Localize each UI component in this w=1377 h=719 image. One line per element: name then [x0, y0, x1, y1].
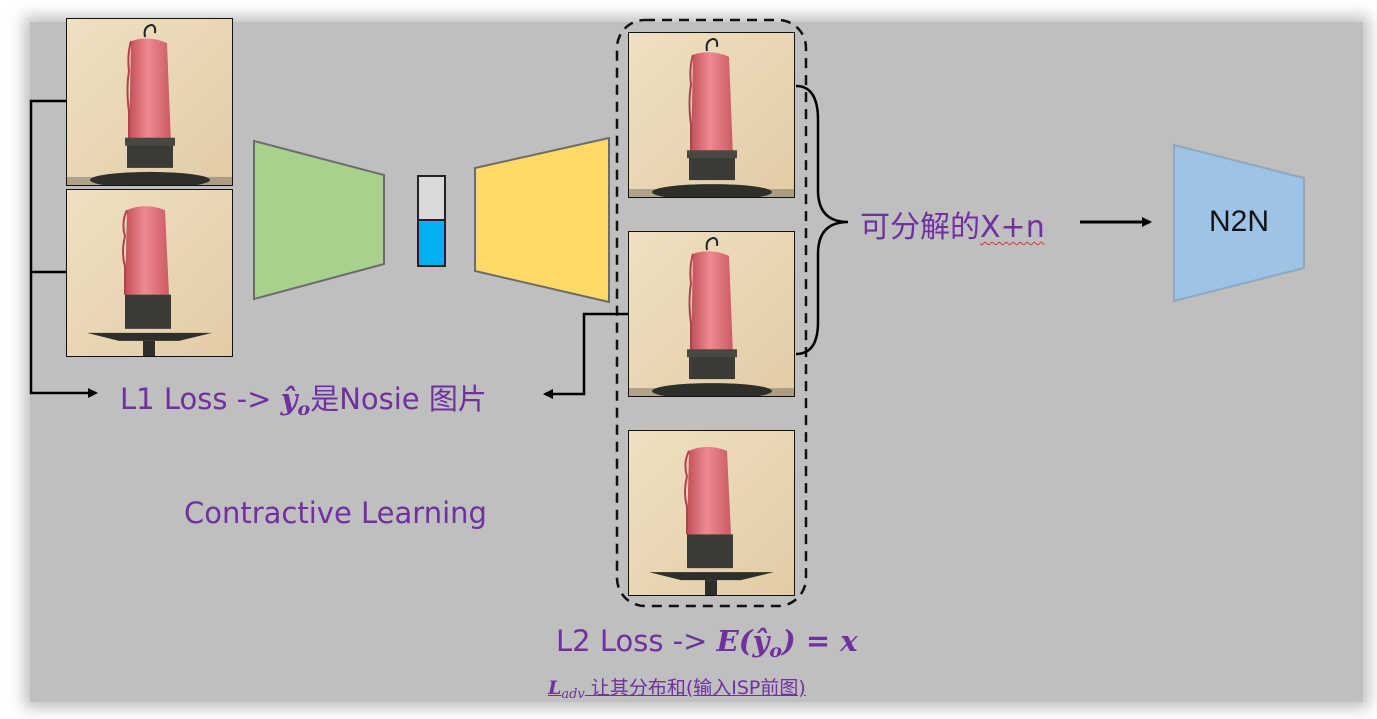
- dashed-group-box: [615, 18, 808, 608]
- decomposable-label: 可分解的X+n: [860, 210, 1045, 245]
- l2-loss-label: L2 Loss -> E(ŷo) = x: [556, 624, 858, 662]
- n2n-shape: [1173, 143, 1305, 303]
- l1-loss-label: L1 Loss -> ŷo是Nosie 图片: [120, 382, 487, 420]
- noisy-photo-2: [66, 189, 233, 357]
- decoder-shape: [474, 136, 610, 304]
- bottleneck-icon: [417, 175, 446, 267]
- noisy-photo-1: [66, 18, 233, 186]
- adversarial-loss-label: Ladv 让其分布和(输入ISP前图): [548, 677, 806, 702]
- decoded-photo-1: [628, 32, 795, 198]
- decoded-photo-3: [628, 430, 795, 596]
- decoded-photo-2: [628, 231, 795, 397]
- l1-connector: [543, 312, 628, 399]
- contractive-learning-label: Contractive Learning: [184, 496, 487, 530]
- n2n-label: N2N: [1208, 205, 1269, 238]
- curly-brace-icon: [795, 84, 849, 356]
- encoder-shape: [253, 139, 385, 301]
- left-connector: [29, 99, 98, 398]
